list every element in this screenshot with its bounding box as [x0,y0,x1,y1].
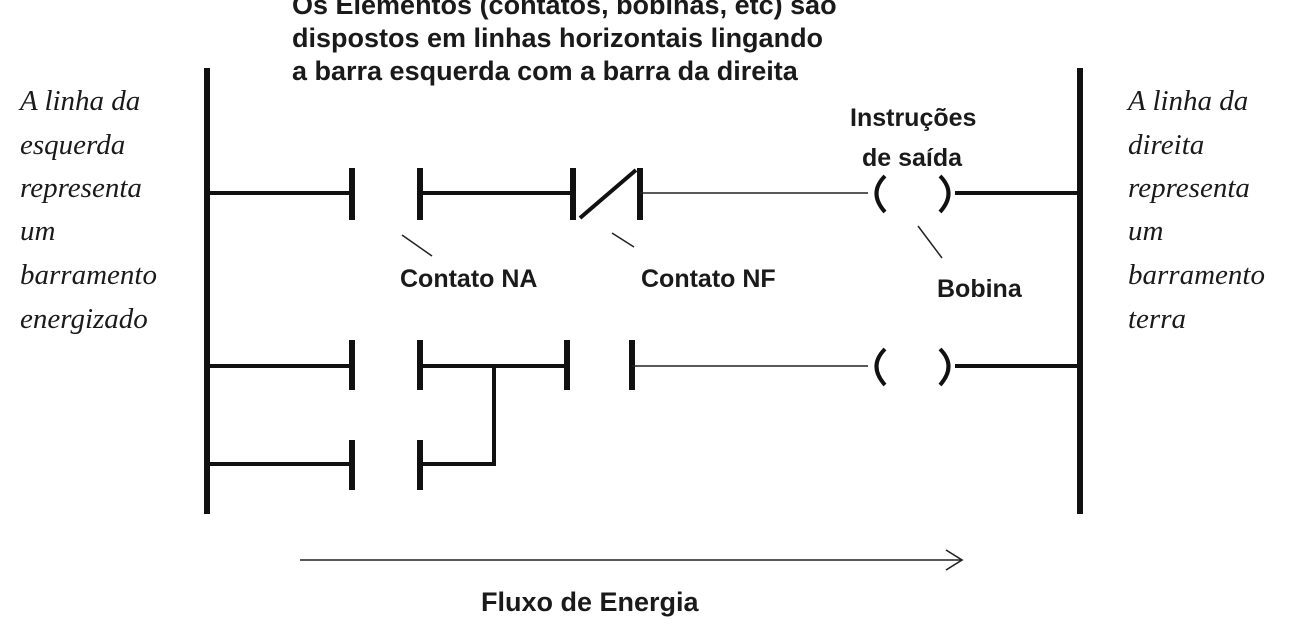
contact-nf-label: Contato NF [641,265,776,293]
coil-label: Bobina [937,275,1023,303]
parallel-branch [207,366,496,490]
contact-nc-slash [578,168,638,220]
output-instructions-label: Instruções [850,104,976,132]
title-line-2: dispostos em linhas horizontais lingando [292,23,823,53]
left-note-line: um [20,215,55,247]
right-note-line: barramento [1128,259,1265,291]
left-note-line: barramento [20,259,157,291]
right-note-line: direita [1128,129,1204,161]
coil-left-arc [874,174,887,214]
contact-na-label: Contato NA [400,265,537,293]
title-line-1: Os Elementos (contatos, bobinas, etc) sã… [292,0,837,20]
rung-2 [207,340,1080,390]
contact-na-leader [401,234,433,257]
right-note-line: um [1128,215,1163,247]
coil-leader [917,225,943,259]
right-rail-note: A linha da direita representa um barrame… [1126,85,1265,335]
right-note-line: terra [1128,303,1186,335]
coil-left-arc [874,347,887,387]
left-note-line: energizado [20,303,148,335]
contact-nf-leader [611,232,635,248]
left-rail-note: A linha da esquerda representa um barram… [18,85,157,335]
rung-1 [207,168,1080,220]
left-note-line: representa [20,172,142,204]
left-note-line: esquerda [20,129,125,161]
coil-right-arc [938,174,951,214]
energy-flow-label: Fluxo de Energia [481,587,700,617]
right-note-line: A linha da [1126,85,1248,117]
right-note-line: representa [1128,172,1250,204]
left-note-line: A linha da [18,85,140,117]
title-line-3: a barra esquerda com a barra da direita [292,56,799,86]
output-instructions-label: de saída [862,144,963,172]
coil-right-arc [938,347,951,387]
energy-flow-arrowhead [945,549,964,571]
